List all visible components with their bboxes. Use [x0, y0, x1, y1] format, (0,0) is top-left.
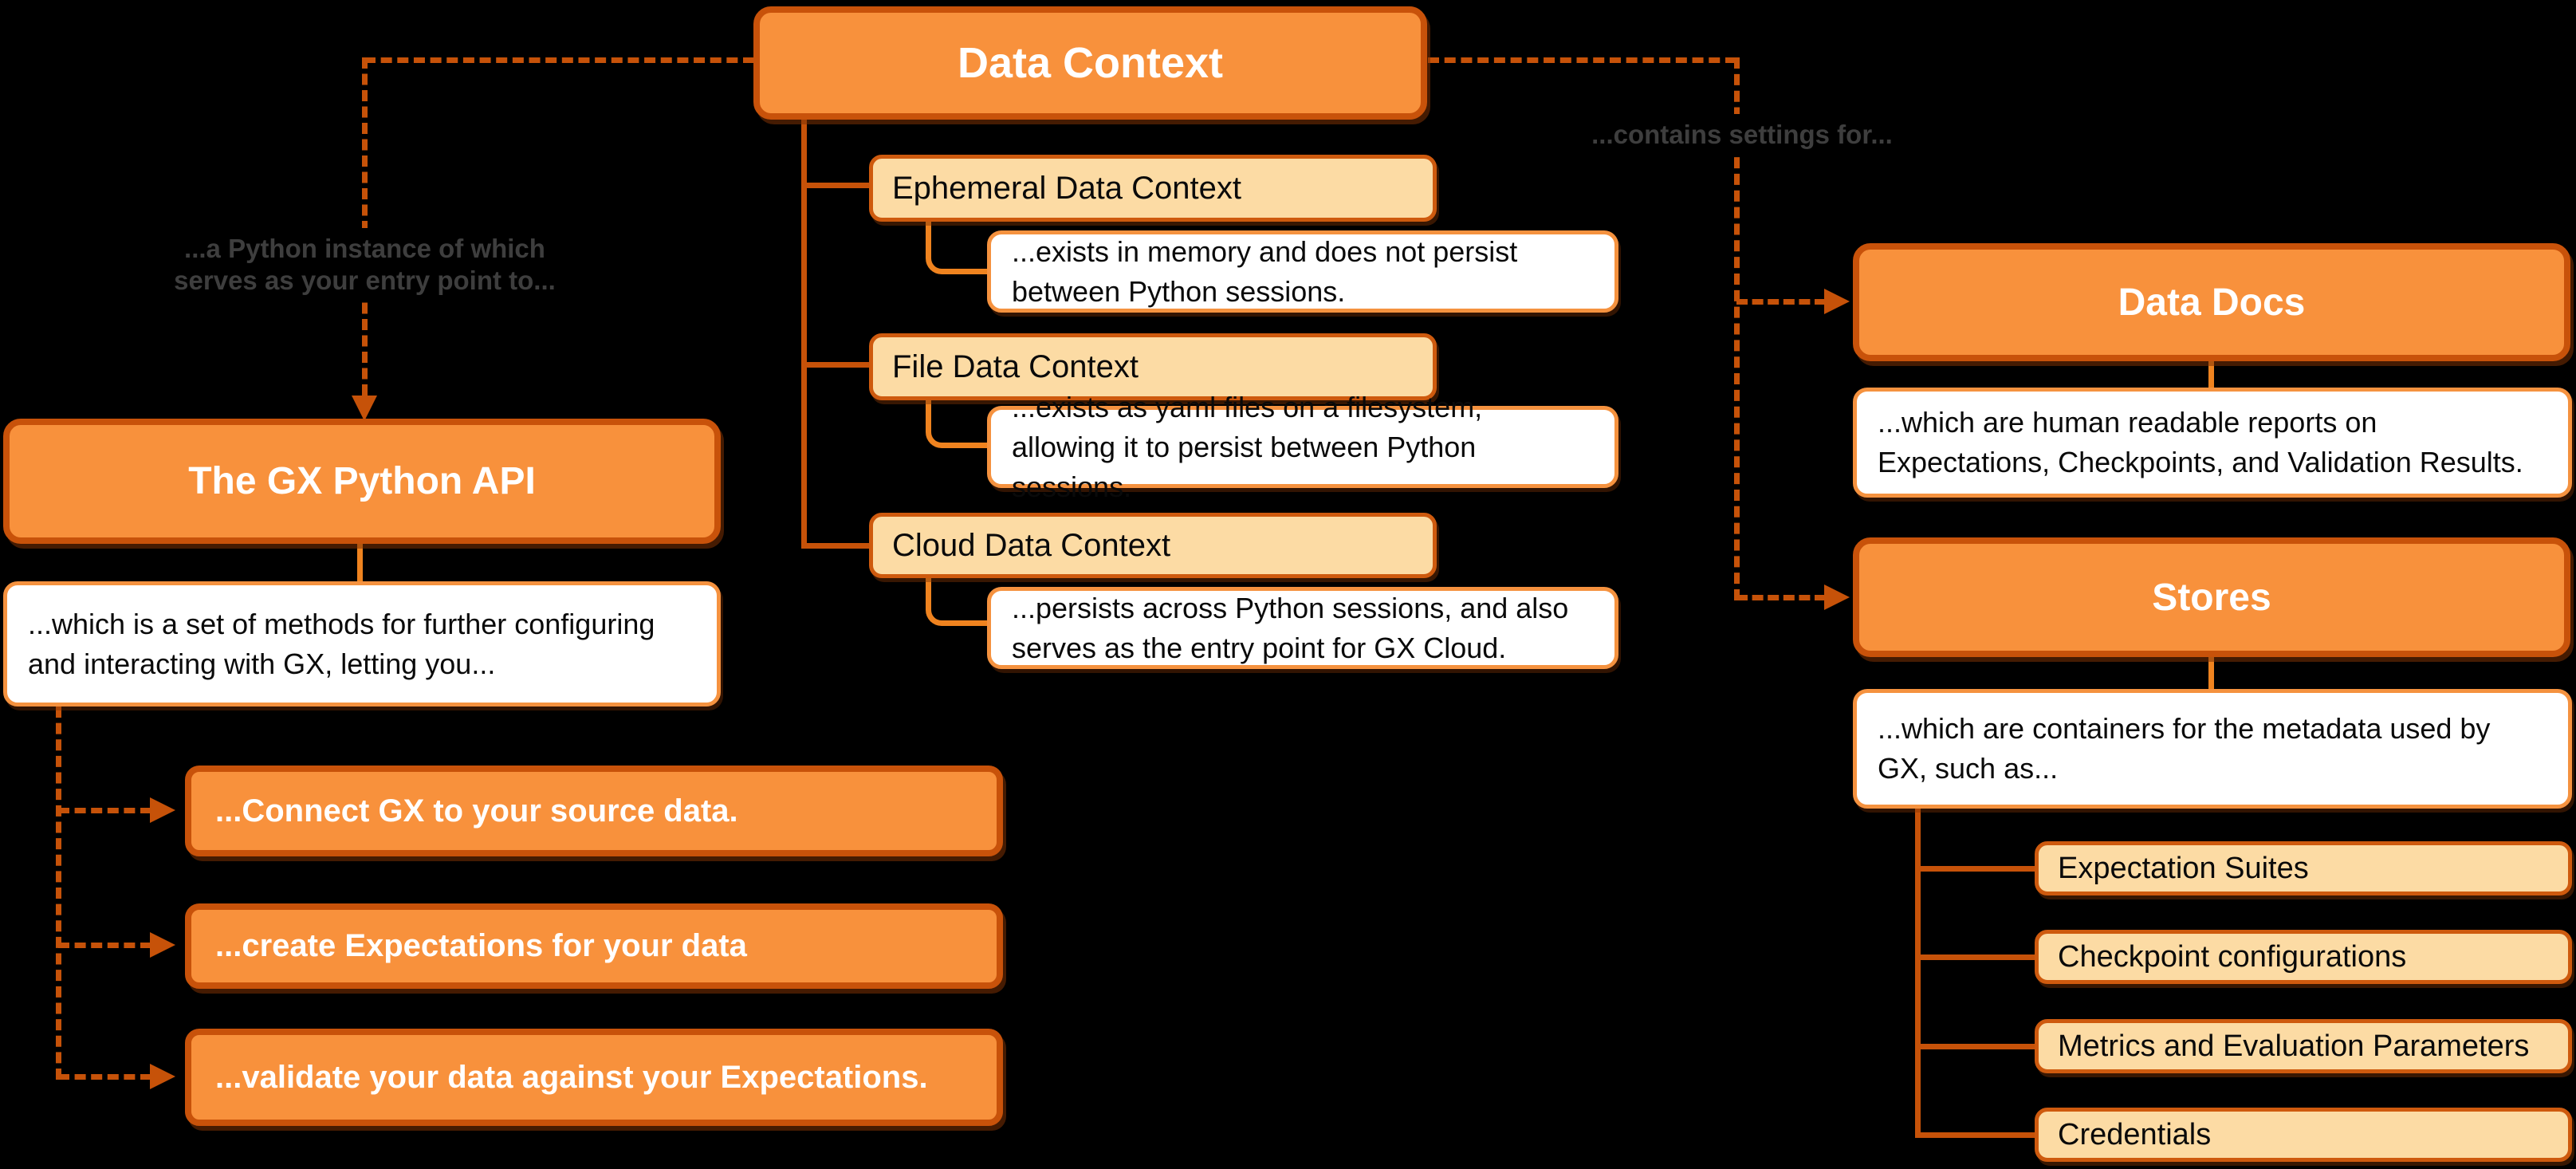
file-data-context-node: File Data Context [869, 333, 1437, 400]
arrowhead-into-data-docs [1824, 289, 1850, 314]
cloud-data-context-title: Cloud Data Context [892, 527, 1171, 563]
action-validate-node: ...validate your data against your Expec… [185, 1029, 1003, 1126]
annotation-contains-settings: ...contains settings for... [1583, 114, 1902, 155]
connector-dashed-into-data-docs [1736, 299, 1826, 305]
store-item-expectation-suites-label: Expectation Suites [2058, 851, 2309, 885]
connector-dashed-right-vertical [1734, 57, 1740, 600]
data-docs-title: Data Docs [2118, 281, 2306, 324]
connector-dashed-datacontext-to-gxapi-vertical [362, 57, 368, 396]
cloud-data-context-description-text: ...persists across Python sessions, and … [1012, 591, 1569, 664]
connector-dashed-gxdesc-to-actions-vertical [56, 707, 61, 1080]
gx-python-api-title: The GX Python API [188, 460, 536, 502]
ephemeral-data-context-description: ...exists in memory and does not persist… [987, 230, 1618, 313]
store-item-metrics-evaluation-parameters-label: Metrics and Evaluation Parameters [2058, 1029, 2530, 1063]
data-context-node: Data Context [753, 6, 1427, 120]
connector-stub-ephemeral [804, 183, 869, 188]
file-data-context-title: File Data Context [892, 348, 1139, 384]
data-docs-description-text: ...which are human readable reports on E… [1878, 406, 2523, 478]
stores-description-text: ...which are containers for the metadata… [1878, 712, 2491, 785]
action-connect-node: ...Connect GX to your source data. [185, 766, 1003, 856]
connector-dashed-into-action-3 [58, 1074, 151, 1080]
connector-ephemeral-to-desc [926, 222, 987, 274]
arrowhead-into-action-2 [150, 932, 175, 958]
action-create-expectations-node: ...create Expectations for your data [185, 903, 1003, 989]
connector-dashed-into-action-2 [58, 943, 151, 948]
connector-stores-to-desc [2208, 655, 2214, 691]
connector-trunk-stores-items [1915, 809, 1921, 1138]
connector-stub-expectation-suites [1917, 866, 2035, 872]
stores-node: Stores [1853, 537, 2570, 657]
ephemeral-data-context-title: Ephemeral Data Context [892, 170, 1242, 206]
arrowhead-into-gx-python-api [352, 396, 377, 421]
arrowhead-into-action-3 [150, 1064, 175, 1089]
gx-python-api-description: ...which is a set of methods for further… [3, 581, 721, 707]
store-item-checkpoint-configurations-label: Checkpoint configurations [2058, 939, 2407, 974]
connector-cloud-to-desc [926, 578, 987, 626]
arrowhead-into-stores [1824, 584, 1850, 610]
gx-python-api-description-text: ...which is a set of methods for further… [28, 607, 655, 680]
store-item-expectation-suites: Expectation Suites [2035, 841, 2572, 895]
cloud-data-context-description: ...persists across Python sessions, and … [987, 587, 1618, 669]
connector-file-to-desc [926, 400, 987, 448]
store-item-credentials: Credentials [2035, 1108, 2572, 1162]
action-connect-label: ...Connect GX to your source data. [215, 793, 738, 829]
annotation-python-instance-line1: ...a Python instance of which [184, 234, 545, 263]
data-context-title: Data Context [957, 39, 1224, 87]
connector-dashed-datacontext-to-right-horizontal [1428, 57, 1736, 63]
data-docs-description: ...which are human readable reports on E… [1853, 388, 2572, 498]
annotation-python-instance-line2: serves as your entry point to... [174, 266, 556, 295]
ephemeral-data-context-node: Ephemeral Data Context [869, 155, 1437, 222]
data-docs-node: Data Docs [1853, 243, 2570, 361]
store-item-metrics-evaluation-parameters: Metrics and Evaluation Parameters [2035, 1019, 2572, 1073]
gx-python-api-node: The GX Python API [3, 419, 721, 544]
connector-dashed-into-stores [1736, 595, 1826, 600]
arrowhead-into-action-1 [150, 797, 175, 823]
file-data-context-description-text: ...exists as yaml files on a filesystem,… [1012, 390, 1483, 503]
connector-gxapi-to-desc [357, 542, 363, 583]
connector-stub-file [804, 362, 869, 368]
store-item-checkpoint-configurations: Checkpoint configurations [2035, 930, 2572, 984]
cloud-data-context-node: Cloud Data Context [869, 513, 1437, 578]
connector-trunk-datacontext-children [801, 120, 807, 549]
connector-dashed-datacontext-to-gxapi-horizontal [364, 57, 754, 63]
file-data-context-description: ...exists as yaml files on a filesystem,… [987, 391, 1618, 503]
ephemeral-data-context-description-text: ...exists in memory and does not persist… [1012, 234, 1518, 308]
connector-stub-credentials [1917, 1132, 2035, 1138]
connector-dashed-into-action-1 [58, 808, 151, 813]
connector-stub-metrics [1917, 1044, 2035, 1049]
store-item-credentials-label: Credentials [2058, 1117, 2212, 1151]
connector-stub-cloud [804, 543, 869, 549]
stores-title: Stores [2152, 576, 2271, 619]
action-create-expectations-label: ...create Expectations for your data [215, 928, 747, 963]
connector-stub-checkpoint-configurations [1917, 954, 2035, 960]
stores-description: ...which are containers for the metadata… [1853, 689, 2572, 809]
connector-datadocs-to-desc [2208, 360, 2214, 389]
action-validate-label: ...validate your data against your Expec… [215, 1059, 928, 1095]
annotation-python-instance: ...a Python instance of which serves as … [116, 228, 614, 301]
